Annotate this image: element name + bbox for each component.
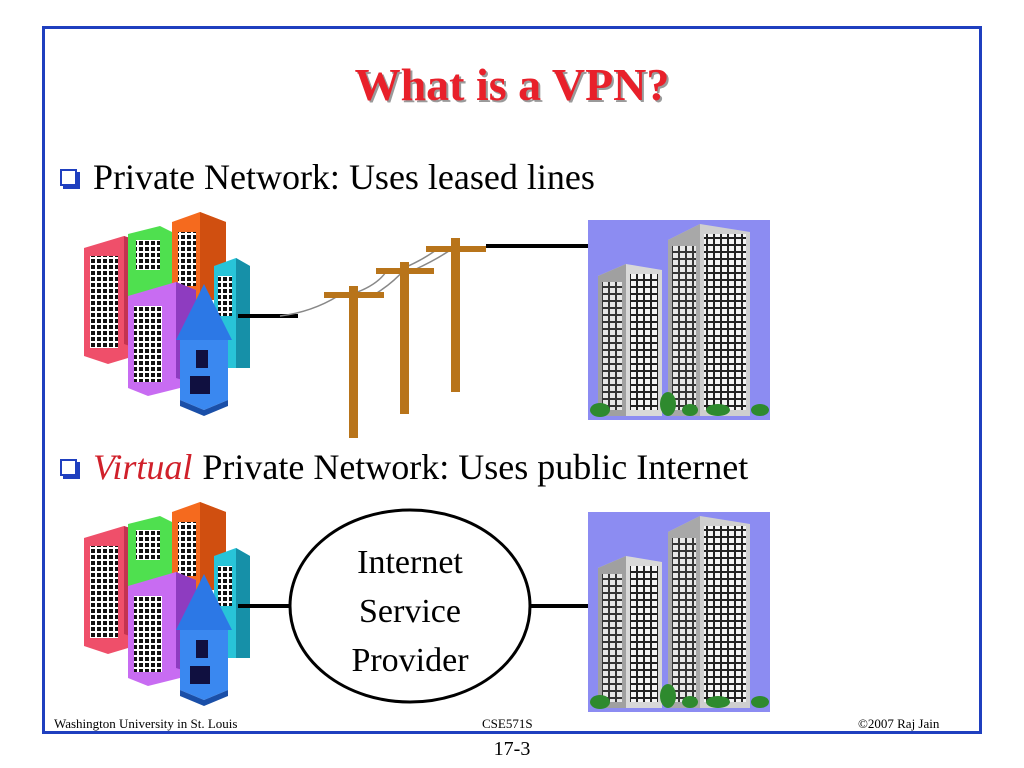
slide-title: What is a VPN? xyxy=(354,59,670,110)
slide-frame xyxy=(42,26,982,734)
footer-copyright: ©2007 Raj Jain xyxy=(858,716,940,731)
bullet-square-icon xyxy=(60,458,77,476)
bullet-square-icon xyxy=(60,168,77,186)
bullet-virtual-emphasis: Virtual xyxy=(93,447,193,487)
bullet-private-network: Private Network: Uses leased lines xyxy=(60,156,595,198)
city-buildings-icon xyxy=(84,502,250,706)
page-number: 17-3 xyxy=(493,738,531,760)
isp-label: Internet Service Provider xyxy=(300,538,520,685)
bullet-virtual-private-network: Virtual Private Network: Uses public Int… xyxy=(60,446,748,488)
office-buildings-icon xyxy=(588,220,770,420)
city-buildings-icon xyxy=(84,212,250,416)
telephone-poles-icon xyxy=(279,238,486,438)
office-buildings-icon xyxy=(588,512,770,712)
footer-institution: Washington University in St. Louis xyxy=(54,716,238,731)
isp-line-3: Provider xyxy=(351,642,469,679)
bullet-virtual-text: Private Network: Uses public Internet xyxy=(202,447,749,487)
isp-line-1: Internet xyxy=(357,544,463,581)
bullet-private-text: Private Network: Uses leased lines xyxy=(93,157,595,197)
footer-course: CSE571S xyxy=(482,716,533,731)
isp-line-2: Service xyxy=(359,593,461,630)
